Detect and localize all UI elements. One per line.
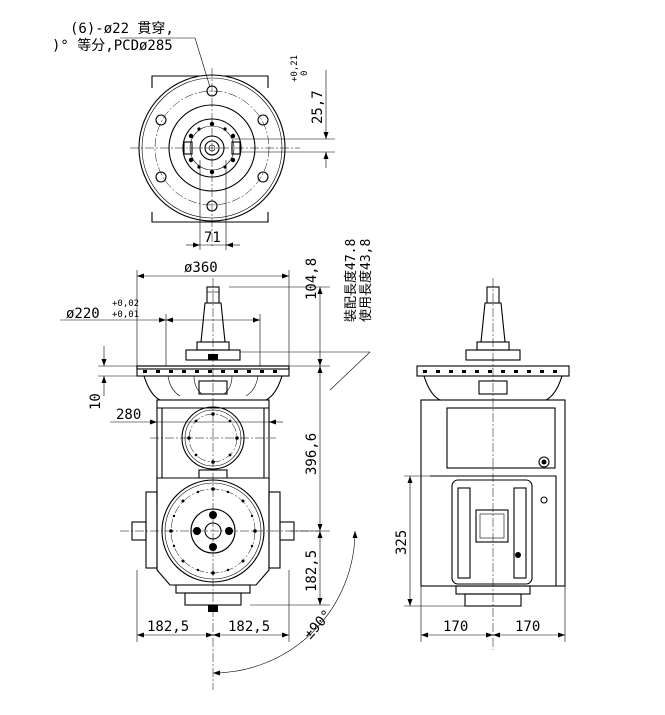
front-right-boss bbox=[268, 491, 281, 569]
svg-text:182,5: 182,5 bbox=[147, 619, 189, 635]
side-view: 325 170 170 bbox=[394, 278, 570, 650]
svg-text:280: 280 bbox=[116, 407, 141, 423]
side-motor-box bbox=[451, 479, 533, 585]
dim-flange-thickness: 10 bbox=[88, 346, 137, 410]
svg-text:10: 10 bbox=[88, 393, 104, 410]
side-access-plate bbox=[475, 509, 509, 543]
svg-text:104,8: 104,8 bbox=[304, 258, 320, 300]
svg-text:0: 0 bbox=[300, 71, 310, 76]
front-left-boss bbox=[145, 491, 158, 569]
svg-text:325: 325 bbox=[394, 530, 410, 555]
hole-note-line1: (6)-ø22 貫穿, bbox=[70, 21, 174, 37]
dim-pilot-diameter: ø220 +0,02 +0,01 bbox=[60, 299, 261, 366]
dim-key-width: 71 bbox=[186, 160, 240, 250]
dim-side-halves: 170 170 bbox=[420, 586, 566, 642]
top-view: (6)-ø22 貫穿, )° 等分,PCDø285 25,7 +0,21 0 7… bbox=[52, 21, 335, 250]
svg-text:170: 170 bbox=[515, 619, 540, 635]
hole-note-leader bbox=[194, 37, 211, 88]
svg-text:+0,02: +0,02 bbox=[112, 299, 139, 309]
svg-text:25,7: 25,7 bbox=[310, 90, 326, 124]
dim-side-height: 325 bbox=[394, 475, 465, 607]
svg-text:170: 170 bbox=[443, 619, 468, 635]
svg-text:71: 71 bbox=[204, 230, 221, 246]
top-housing-lower-edge bbox=[151, 212, 269, 223]
svg-text:182,5: 182,5 bbox=[304, 550, 320, 592]
svg-text:使用長度43,8: 使用長度43,8 bbox=[358, 239, 374, 322]
svg-text:ø360: ø360 bbox=[184, 260, 218, 276]
svg-text:±90°: ±90° bbox=[301, 607, 335, 643]
dim-offset-top: 25,7 +0,21 0 bbox=[233, 55, 335, 168]
front-flange-holes bbox=[143, 370, 277, 373]
svg-text:+0,21: +0,21 bbox=[290, 55, 300, 82]
svg-text:ø220: ø220 bbox=[66, 306, 100, 322]
dim-flange-diameter: ø360 bbox=[136, 260, 290, 366]
hole-note-line2: )° 等分,PCDø285 bbox=[52, 37, 173, 54]
dim-body-width: 280 bbox=[110, 407, 283, 425]
front-view: ø360 ø220 +0,02 +0,01 10 280 bbox=[60, 239, 374, 690]
svg-text:+0,01: +0,01 bbox=[112, 310, 139, 320]
svg-text:396,6: 396,6 bbox=[304, 433, 320, 475]
svg-text:裝配長度47.8: 裝配長度47.8 bbox=[343, 239, 359, 322]
svg-text:182,5: 182,5 bbox=[228, 619, 270, 635]
length-notes: 裝配長度47.8 使用長度43,8 bbox=[240, 239, 374, 391]
top-bolt-holes bbox=[155, 85, 269, 212]
